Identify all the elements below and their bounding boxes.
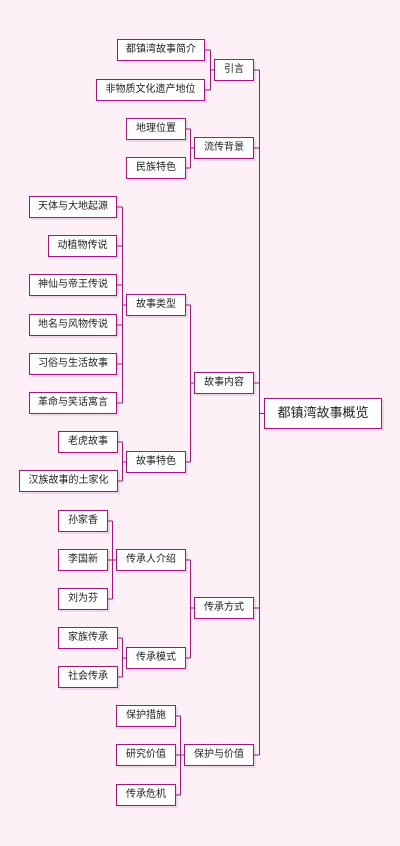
subbranch-node[interactable]: 故事特色 — [126, 451, 186, 473]
branch-node-intro[interactable]: 引言 — [214, 59, 254, 81]
leaf-node[interactable]: 天体与大地起源 — [29, 196, 117, 218]
connector-line — [108, 520, 116, 600]
connector-line — [186, 128, 194, 169]
leaf-node[interactable]: 社会传承 — [58, 666, 118, 688]
connector-line — [117, 206, 126, 404]
leaf-node[interactable]: 动植物传说 — [48, 235, 117, 257]
subbranch-node[interactable]: 传承人介绍 — [116, 549, 186, 571]
branch-node-content[interactable]: 故事内容 — [194, 372, 254, 394]
leaf-node[interactable]: 李国新 — [58, 549, 108, 571]
branch-node-protection[interactable]: 保护与价值 — [184, 744, 254, 766]
leaf-node[interactable]: 非物质文化遗产地位 — [96, 79, 205, 101]
leaf-node[interactable]: 家族传承 — [58, 627, 118, 649]
leaf-node[interactable]: 汉族故事的土家化 — [19, 470, 118, 492]
leaf-node[interactable]: 地名与风物传说 — [29, 314, 117, 336]
leaf-node[interactable]: 老虎故事 — [58, 431, 118, 453]
subbranch-node[interactable]: 传承模式 — [126, 647, 186, 669]
leaf-node[interactable]: 刘为芬 — [58, 588, 108, 610]
leaf-node[interactable]: 研究价值 — [116, 744, 176, 766]
connector-line — [186, 304, 194, 463]
connector-line — [205, 49, 214, 91]
root-node[interactable]: 都镇湾故事概览 — [264, 398, 382, 429]
connector-line — [186, 559, 194, 659]
leaf-node[interactable]: 习俗与生活故事 — [29, 353, 117, 375]
leaf-node[interactable]: 革命与笑话寓言 — [29, 392, 117, 414]
leaf-node[interactable]: 地理位置 — [126, 118, 186, 140]
connector-line — [254, 69, 264, 756]
leaf-node[interactable]: 传承危机 — [116, 784, 176, 806]
leaf-node[interactable]: 民族特色 — [126, 157, 186, 179]
leaf-node[interactable]: 神仙与帝王传说 — [29, 274, 117, 296]
leaf-node[interactable]: 保护措施 — [116, 705, 176, 727]
connector-line — [118, 441, 126, 482]
subbranch-node[interactable]: 故事类型 — [126, 294, 186, 316]
leaf-node[interactable]: 孙家香 — [58, 510, 108, 532]
connector-line — [176, 715, 184, 796]
connector-line — [118, 637, 126, 678]
branch-node-background[interactable]: 流传背景 — [194, 137, 254, 159]
leaf-node[interactable]: 都镇湾故事简介 — [117, 39, 205, 61]
branch-node-transmission[interactable]: 传承方式 — [194, 597, 254, 619]
